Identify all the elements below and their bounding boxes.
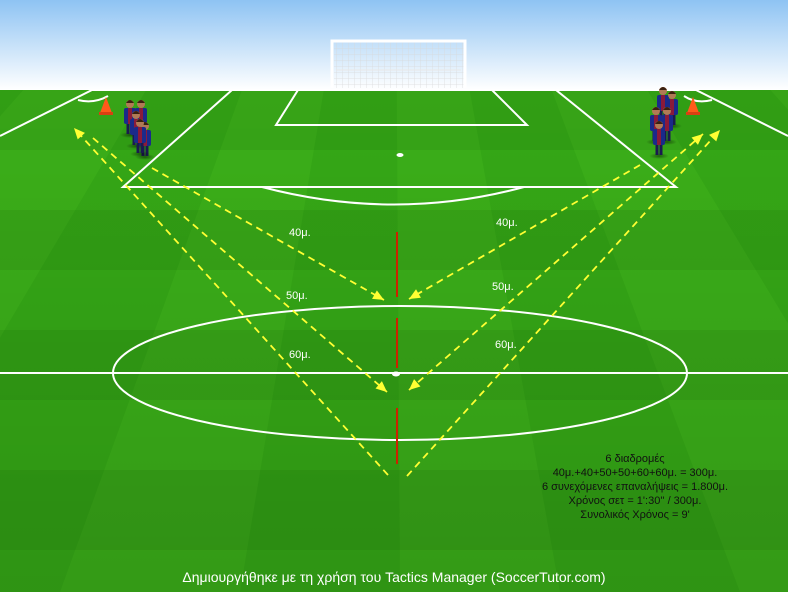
run-arrow-line	[92, 137, 388, 393]
cone-right	[686, 97, 700, 115]
player-hair	[132, 111, 140, 114]
centre-spot	[392, 371, 400, 377]
info-line-total-time: Συνολικός Χρόνος = 9'	[580, 509, 690, 521]
run-arrow-head	[375, 381, 387, 392]
player-leg	[655, 144, 659, 155]
player-shirt-stripe	[661, 95, 665, 111]
info-line-set-time: Χρόνος σετ = 1':30'' / 300μ.	[568, 495, 702, 507]
run-arrow-line	[408, 164, 641, 300]
distance-label-left-60: 60μ.	[289, 349, 311, 361]
player-hair	[663, 107, 671, 110]
info-line-repetitions: 6 συνεχόμενες επαναλήψεις = 1.800μ.	[541, 481, 729, 493]
player-figure	[649, 121, 669, 159]
info-line-distance-sum: 40μ.+40+50+50+60+60μ. = 300μ.	[552, 467, 718, 479]
player-leg	[136, 142, 140, 153]
penalty-spot	[396, 153, 404, 157]
run-arrow-head	[709, 130, 720, 142]
player-shadow	[130, 151, 150, 157]
player-hair	[655, 121, 663, 124]
goal-net	[334, 42, 464, 88]
cone-left	[99, 97, 113, 115]
player-hair	[652, 107, 660, 110]
cone-base	[99, 112, 113, 115]
player-leg	[145, 145, 149, 156]
player-hair	[136, 119, 144, 122]
run-arrow-line	[151, 167, 385, 301]
distance-label-left-40: 40μ.	[289, 227, 311, 239]
player-hair	[659, 87, 667, 90]
centre-circle	[112, 305, 688, 441]
distance-label-right-60: 60μ.	[495, 339, 517, 351]
cone-body	[100, 97, 112, 113]
run-arrow-head	[409, 379, 421, 390]
player-shirt-stripe	[138, 127, 142, 143]
run-arrow-line	[406, 129, 721, 477]
info-line-routes: 6 διαδρομές	[605, 453, 665, 465]
distance-label-right-50: 50μ.	[492, 281, 514, 293]
player-hair	[137, 100, 145, 103]
cone-base	[686, 112, 700, 115]
player-figure	[130, 119, 150, 157]
player-leg	[667, 130, 671, 141]
run-arrow-head	[691, 134, 703, 145]
player-leg	[140, 142, 144, 153]
corner-arc-left	[77, 95, 109, 103]
penalty-arc	[261, 186, 525, 206]
player-leg	[126, 123, 130, 134]
credit-text: Δημιουργήθηκε με τη χρήση του Tactics Ma…	[182, 569, 606, 585]
player-shirt-stripe	[665, 115, 669, 131]
player-shirt-stripe	[657, 129, 661, 145]
goal	[330, 39, 467, 88]
run-arrow-line	[408, 133, 704, 391]
info-box: 6 διαδρομές 40μ.+40+50+50+60+60μ. = 300μ…	[520, 452, 750, 522]
player-hair	[668, 91, 676, 94]
corner-arc-right	[683, 95, 713, 103]
player-shirt-stripe	[128, 108, 132, 124]
player-shirt-stripe	[139, 108, 143, 124]
run-arrow-head	[409, 289, 421, 299]
cone-body	[687, 97, 699, 113]
grass-shade	[0, 90, 788, 592]
goal-frame	[330, 39, 467, 88]
run-arrows	[73, 127, 721, 477]
player-leg	[659, 144, 663, 155]
run-arrow-head	[74, 128, 85, 140]
player-shadow	[649, 153, 669, 159]
distance-label-left-50: 50μ.	[286, 290, 308, 302]
goal-area	[274, 89, 530, 126]
run-arrow-head	[372, 290, 384, 300]
run-arrow-line	[73, 127, 389, 476]
distance-label-right-40: 40μ.	[496, 217, 518, 229]
player-hair	[126, 100, 134, 103]
player-shirt-stripe	[670, 99, 674, 115]
player-groups	[120, 87, 682, 160]
player-leg	[672, 114, 676, 125]
